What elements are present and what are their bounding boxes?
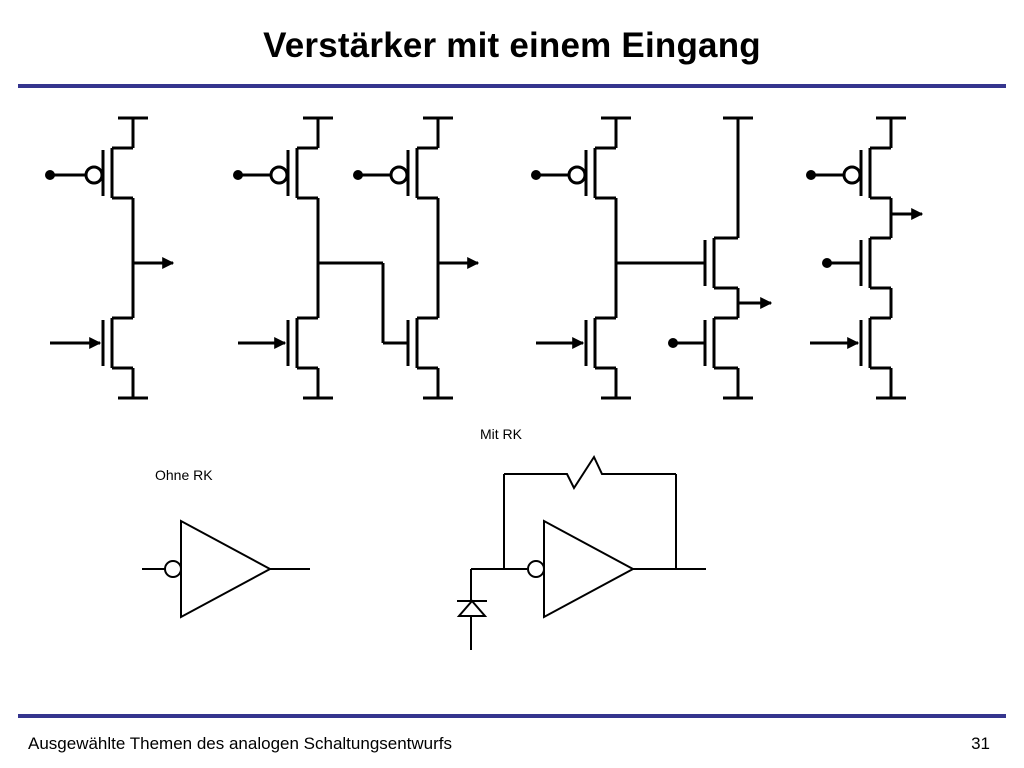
circuit-4-cascode [806,116,924,400]
nmos-cascode-transistor [822,236,891,290]
circuit-1-cmos-inverter [45,116,175,400]
slide-title: Verstärker mit einem Eingang [263,26,761,65]
amplifier-triangle-symbol [180,519,273,619]
footer-text: Ausgewählte Themen des analogen Schaltun… [28,734,453,753]
label-mit-rk: Mit RK [480,426,523,442]
pmos-transistor [806,116,906,200]
diode-symbol [456,599,488,617]
circuit-3-follower-stage [531,116,773,400]
nmos-transistor-right [406,316,453,400]
pmos-transistor [45,116,148,200]
circuit-2-mirror-load [233,116,480,400]
label-ohne-rk: Ohne RK [155,467,213,483]
nmos-transistor-bias [668,316,753,400]
amplifier-triangle-symbol [543,519,636,619]
nmos-transistor-left [238,316,333,400]
pmos-transistor [531,116,631,200]
feedback-resistor-symbol [504,454,676,491]
pmos-transistor-right [353,116,453,200]
pmos-transistor-left [233,116,333,200]
amplifier-with-feedback [456,454,706,650]
nmos-transistor [50,316,148,400]
amplifier-without-feedback [142,519,310,619]
page-number: 31 [971,734,990,753]
title-divider [18,84,1006,88]
nmos-follower-transistor [703,116,753,290]
footer-divider [18,714,1006,718]
nmos-transistor-input [810,316,906,400]
nmos-transistor-input [536,316,631,400]
